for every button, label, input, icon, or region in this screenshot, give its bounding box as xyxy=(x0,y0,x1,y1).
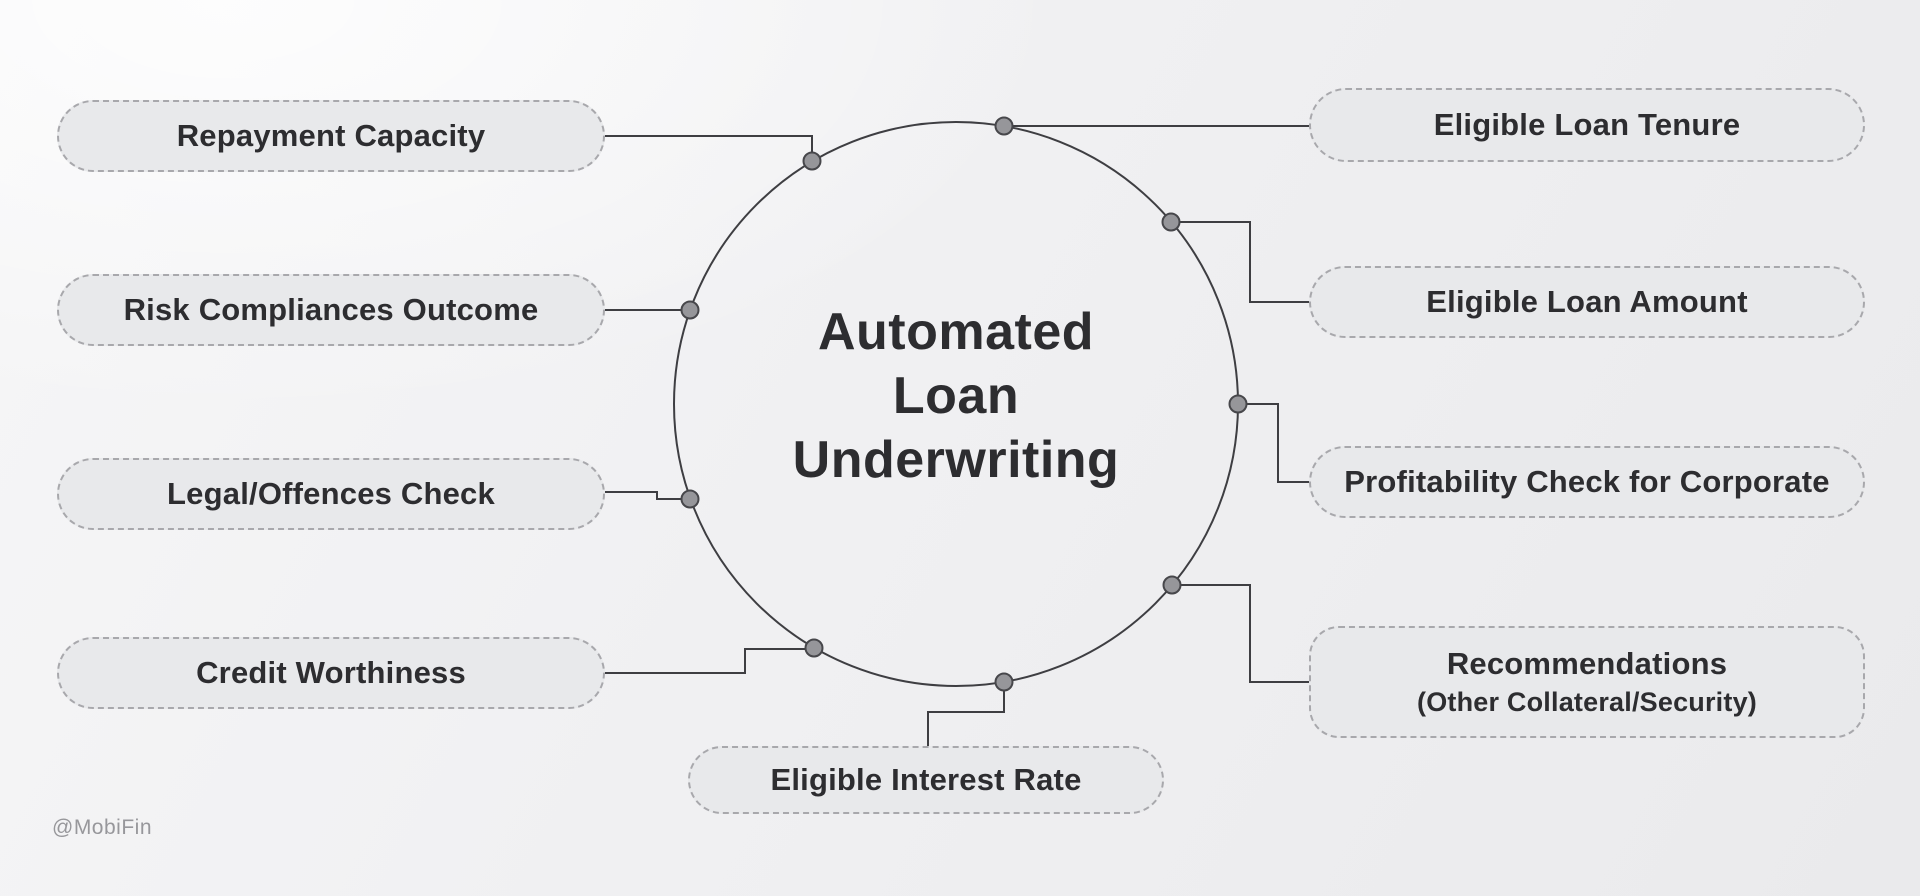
node-label: Profitability Check for Corporate xyxy=(1344,464,1830,500)
anchor-dot-recommendations xyxy=(1162,575,1182,595)
connector-profitability-check xyxy=(1238,403,1309,483)
connector-repayment-capacity xyxy=(605,135,813,161)
connector-recommendations xyxy=(1172,584,1309,683)
node-profitability-check: Profitability Check for Corporate xyxy=(1309,446,1865,518)
node-label: Credit Worthiness xyxy=(196,655,466,691)
connector-eligible-interest-rate xyxy=(927,682,1005,746)
anchor-dot-eligible-loan-amount xyxy=(1161,212,1181,232)
central-title-line: Underwriting xyxy=(792,431,1120,489)
node-label: Legal/Offences Check xyxy=(167,476,495,512)
node-repayment-capacity: Repayment Capacity xyxy=(57,100,605,172)
anchor-dot-legal-offences-check xyxy=(680,489,700,509)
anchor-dot-credit-worthiness xyxy=(804,638,824,658)
connector-legal-offences-check xyxy=(605,491,690,500)
node-risk-compliances-outcome: Risk Compliances Outcome xyxy=(57,274,605,346)
node-eligible-loan-amount: Eligible Loan Amount xyxy=(1309,266,1865,338)
node-label: Risk Compliances Outcome xyxy=(123,292,539,328)
anchor-dot-repayment-capacity xyxy=(802,151,822,171)
connector-credit-worthiness xyxy=(605,648,814,674)
anchor-dot-risk-compliances-outcome xyxy=(680,300,700,320)
node-legal-offences-check: Legal/Offences Check xyxy=(57,458,605,530)
node-label: Eligible Loan Amount xyxy=(1426,284,1748,320)
node-sub-label: (Other Collateral/Security) xyxy=(1417,687,1757,718)
node-label: Eligible Interest Rate xyxy=(770,762,1082,798)
connector-eligible-loan-amount xyxy=(1171,221,1309,303)
anchor-dot-profitability-check xyxy=(1228,394,1248,414)
central-title-line: Loan xyxy=(892,367,1020,425)
watermark: @MobiFin xyxy=(52,816,153,839)
node-label: Repayment Capacity xyxy=(176,118,486,154)
anchor-dot-eligible-interest-rate xyxy=(994,672,1014,692)
node-label: Recommendations xyxy=(1446,646,1728,682)
central-title-line: Automated xyxy=(817,303,1095,361)
node-credit-worthiness: Credit Worthiness xyxy=(57,637,605,709)
node-eligible-loan-tenure: Eligible Loan Tenure xyxy=(1309,88,1865,162)
node-label: Eligible Loan Tenure xyxy=(1433,107,1741,143)
anchor-dot-eligible-loan-tenure xyxy=(994,116,1014,136)
node-recommendations: Recommendations (Other Collateral/Securi… xyxy=(1309,626,1865,738)
central-title: Automated Loan Underwriting xyxy=(606,300,1306,492)
node-eligible-interest-rate: Eligible Interest Rate xyxy=(688,746,1164,814)
